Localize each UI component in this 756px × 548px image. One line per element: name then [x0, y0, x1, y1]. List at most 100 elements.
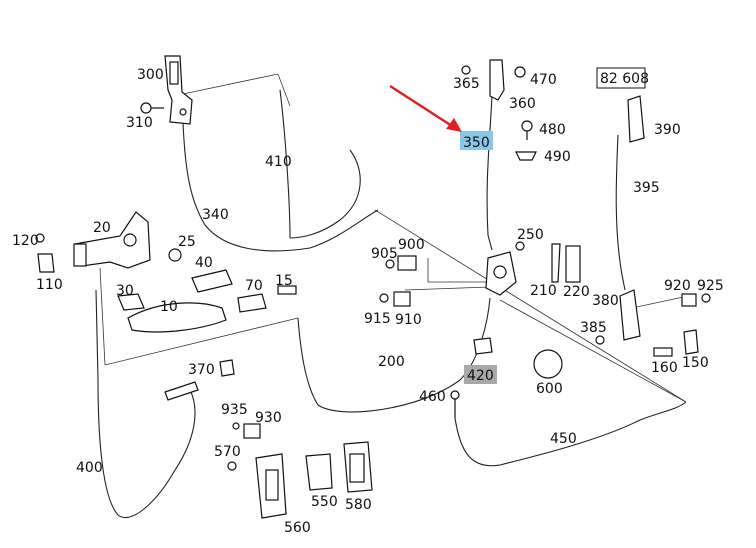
part-lock-assembly — [485, 251, 517, 296]
label-450: 450 — [550, 431, 577, 447]
label-460: 460 — [419, 389, 446, 405]
part-480-bolt — [521, 120, 533, 140]
label-420: 420 — [467, 368, 494, 384]
part-580-frame — [343, 441, 373, 493]
label-910: 910 — [395, 312, 422, 328]
label-385: 385 — [580, 320, 607, 336]
part-15-bolt — [277, 285, 297, 295]
label-40: 40 — [195, 255, 213, 271]
label-150: 150 — [682, 355, 709, 371]
cable-395 — [615, 134, 626, 291]
part-25-screw — [168, 248, 182, 262]
label-160: 160 — [651, 360, 678, 376]
part-70-cap — [237, 293, 267, 313]
label-365: 365 — [453, 76, 480, 92]
label-ref-82608: 82 608 — [600, 71, 649, 87]
label-210: 210 — [530, 283, 557, 299]
part-220-plate — [565, 245, 581, 283]
label-580: 580 — [345, 497, 372, 513]
label-390: 390 — [654, 122, 681, 138]
part-360-rod — [489, 59, 505, 101]
part-82608-ref-box — [596, 67, 646, 89]
label-490: 490 — [544, 149, 571, 165]
label-350: 350 — [463, 135, 490, 151]
cable-410 — [279, 89, 291, 239]
red-arrow-icon — [389, 84, 462, 132]
cables — [95, 89, 687, 519]
label-480: 480 — [539, 122, 566, 138]
label-10: 10 — [160, 299, 178, 315]
label-25: 25 — [178, 234, 196, 250]
label-300: 300 — [137, 67, 164, 83]
part-160-bolt — [653, 347, 673, 357]
part-385-screw — [595, 335, 605, 345]
part-40-cover — [191, 269, 233, 293]
label-120: 120 — [12, 233, 39, 249]
label-380: 380 — [592, 293, 619, 309]
label-20: 20 — [93, 220, 111, 236]
label-470: 470 — [530, 72, 557, 88]
label-905: 905 — [371, 246, 398, 262]
part-150-striker — [683, 329, 699, 355]
label-340: 340 — [202, 207, 229, 223]
label-70: 70 — [245, 278, 263, 294]
label-370: 370 — [188, 362, 215, 378]
part-905-clip — [385, 259, 395, 269]
part-10-handle — [127, 302, 227, 333]
label-410: 410 — [265, 154, 292, 170]
part-560-plate — [255, 453, 287, 519]
part-250-bolt — [515, 241, 525, 251]
part-925-clip — [701, 293, 711, 303]
part-420-clip — [473, 337, 493, 355]
part-110-cap — [37, 253, 55, 273]
label-30: 30 — [116, 283, 134, 299]
leader-lines — [99, 73, 689, 403]
part-915-clip — [379, 293, 389, 303]
part-380-lock — [619, 289, 641, 341]
label-570: 570 — [214, 444, 241, 460]
part-910-connector — [393, 291, 411, 307]
label-930: 930 — [255, 410, 282, 426]
part-310-bolt — [140, 102, 164, 114]
part-20-frame — [73, 211, 151, 269]
highlight-350 — [460, 131, 493, 150]
label-250: 250 — [517, 227, 544, 243]
label-395: 395 — [633, 180, 660, 196]
label-220: 220 — [563, 284, 590, 300]
label-110: 110 — [36, 277, 63, 293]
label-15: 15 — [275, 273, 293, 289]
cable-410b — [289, 149, 361, 239]
label-925: 925 — [697, 278, 724, 294]
part-470-nut — [514, 66, 526, 78]
part-365-screw — [461, 65, 471, 75]
part-900-connector — [397, 255, 417, 271]
label-560: 560 — [284, 520, 311, 536]
label-600: 600 — [536, 381, 563, 397]
part-370-clip — [219, 359, 235, 377]
part-210-seal — [551, 243, 561, 283]
cable-450 — [454, 401, 687, 467]
part-490-clip — [515, 151, 537, 161]
part-460-end — [450, 390, 460, 418]
cable-400 — [95, 289, 196, 519]
label-935: 935 — [221, 402, 248, 418]
part-570-bolt — [227, 461, 237, 471]
label-550: 550 — [311, 494, 338, 510]
part-labels: 300 310 410 340 20 25 120 110 40 30 70 1… — [12, 67, 724, 536]
part-120-clip — [35, 233, 45, 243]
part-300-bracket — [164, 55, 193, 125]
cable-350 — [486, 94, 493, 251]
part-550-housing — [305, 453, 333, 491]
label-360: 360 — [509, 96, 536, 112]
cable-340 — [182, 121, 379, 252]
part-930-connector — [243, 423, 261, 439]
label-900: 900 — [398, 237, 425, 253]
label-310: 310 — [126, 115, 153, 131]
part-920-connector — [681, 293, 697, 307]
label-400: 400 — [76, 460, 103, 476]
label-920: 920 — [664, 278, 691, 294]
part-600-cap — [533, 349, 563, 379]
highlight-420 — [464, 365, 497, 384]
label-200: 200 — [378, 354, 405, 370]
